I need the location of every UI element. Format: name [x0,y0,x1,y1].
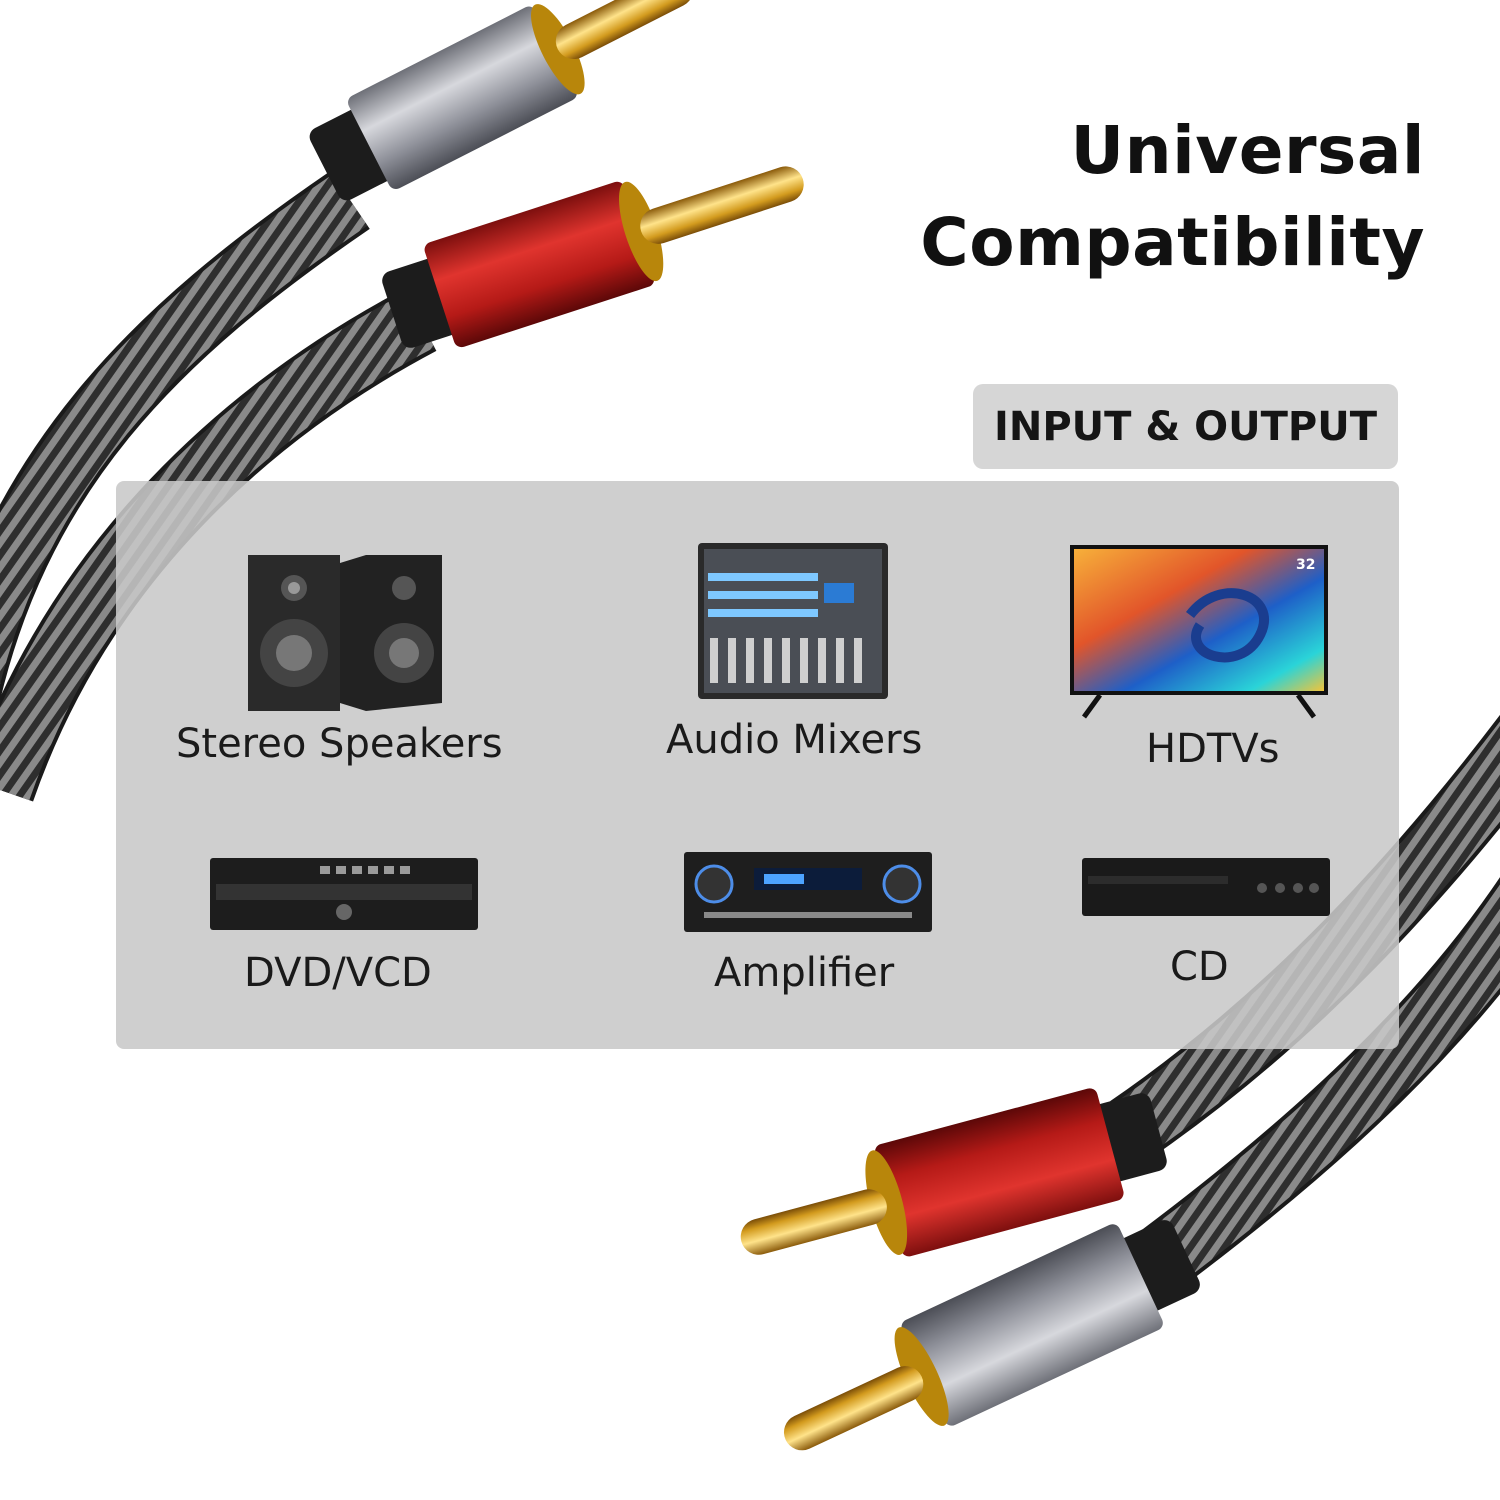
input-output-badge: INPUT & OUTPUT [973,384,1398,469]
device-label: DVD/VCD [244,950,432,996]
tv-screen-badge: 32 [1296,557,1315,573]
amplifier-icon [684,852,932,932]
device-stereo-speakers: Stereo Speakers [116,481,566,781]
tv-icon: 32 [1070,545,1328,719]
headline: Universal Compatibility [920,105,1425,289]
device-label: Stereo Speakers [176,721,503,767]
device-cd: CD [1016,800,1399,1040]
cd-player-icon [1082,858,1330,916]
speakers-icon [248,555,442,711]
device-label: Amplifier [714,950,895,996]
headline-line1: Universal [1070,112,1425,189]
dvd-player-icon [210,858,478,930]
mixer-icon [698,543,888,699]
headline-line2: Compatibility [920,204,1425,281]
device-hdtvs: 32 HDTVs [1016,481,1399,781]
device-label: Audio Mixers [666,717,923,763]
device-label: HDTVs [1146,726,1280,772]
device-amplifier: Amplifier [566,800,1016,1040]
device-audio-mixers: Audio Mixers [566,481,1016,781]
device-label: CD [1170,944,1229,990]
device-dvd-vcd: DVD/VCD [116,800,566,1040]
